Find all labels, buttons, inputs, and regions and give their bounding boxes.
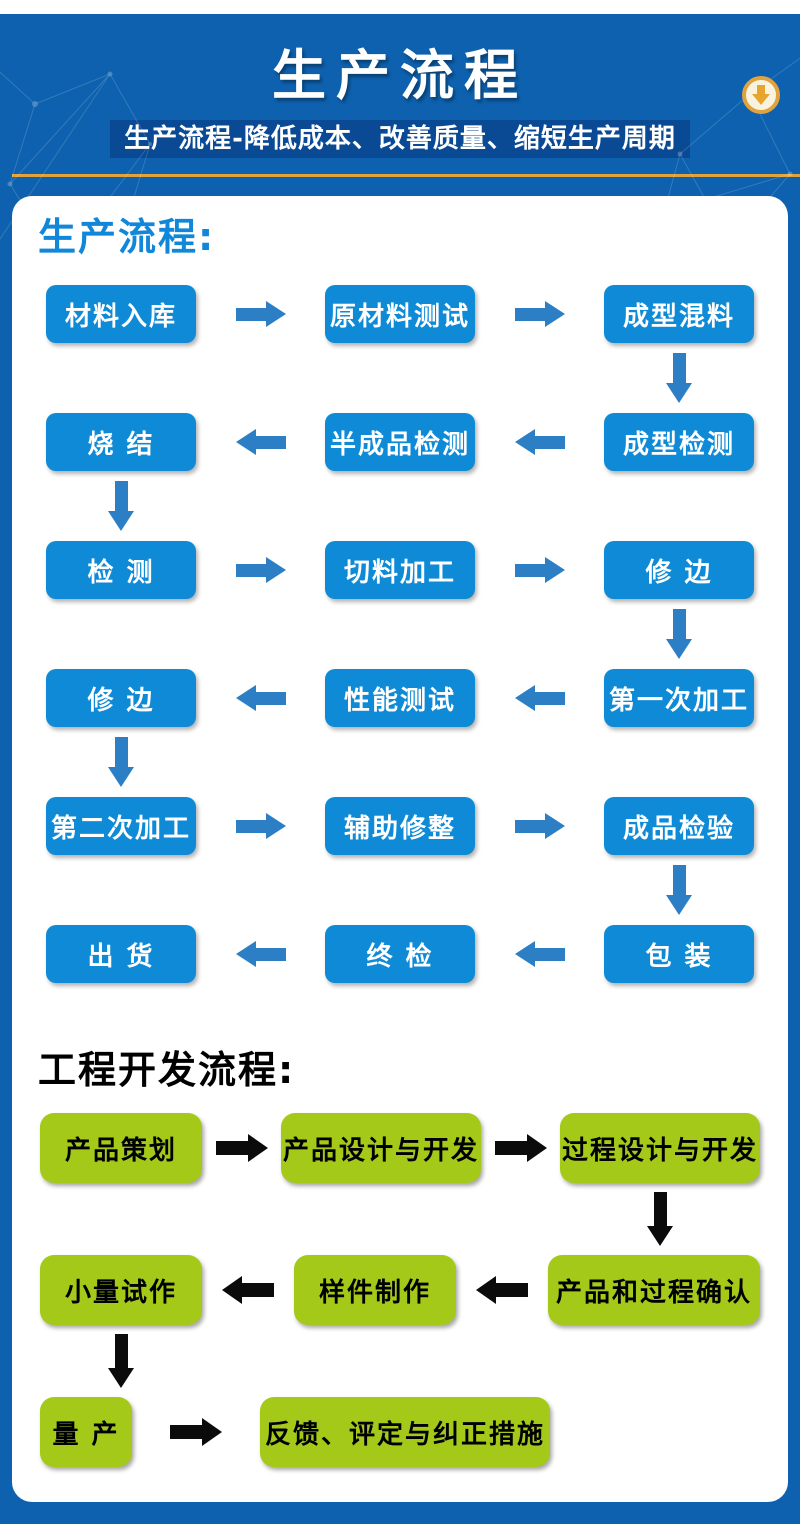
arrow-left-icon [514,941,565,967]
page-subtitle: 生产流程-降低成本、改善质量、缩短生产周期 [110,120,690,158]
production-flow-row-2: 烧 结 半成品检测 成型检测 [12,413,788,471]
flow-box: 切料加工 [325,541,475,599]
arrow-down-icon [666,865,692,915]
flow-box: 小量试作 [40,1255,202,1325]
production-flow-heading: 生产流程: [38,215,216,259]
production-flow-row-3: 检 测 切料加工 修 边 [12,541,788,599]
hero-header: 生产流程 生产流程-降低成本、改善质量、缩短生产周期 [0,14,800,415]
flow-box: 产品和过程确认 [548,1255,760,1325]
connector-row [12,855,788,925]
down-arrow-icon [757,85,765,94]
arrow-left-icon [235,685,286,711]
flow-box: 烧 结 [46,413,196,471]
engineering-flow-row-1: 产品策划 产品设计与开发 过程设计与开发 [12,1113,788,1183]
production-flow-row-5: 第二次加工 辅助修整 成品检验 [12,797,788,855]
flow-box: 终 检 [325,925,475,983]
flow-box: 成型混料 [604,285,754,343]
flow-box: 修 边 [46,669,196,727]
flow-box: 产品策划 [40,1113,202,1183]
arrow-left-icon [222,1276,274,1304]
flow-box: 样件制作 [294,1255,456,1325]
arrow-down-icon [666,353,692,403]
engineering-flow-row-2: 小量试作 样件制作 产品和过程确认 [12,1255,788,1325]
flow-box: 性能测试 [325,669,475,727]
flow-box: 反馈、评定与纠正措施 [260,1397,550,1467]
scroll-down-button[interactable] [742,76,780,114]
connector-row [12,471,788,541]
arrow-right-icon [494,1134,547,1162]
arrow-down-icon [647,1192,673,1246]
flow-box: 检 测 [46,541,196,599]
arrow-down-icon [108,737,134,787]
flow-box: 出 货 [46,925,196,983]
gold-divider [12,174,800,177]
flow-box: 成型检测 [604,413,754,471]
connector-row [12,599,788,669]
flow-box: 成品检验 [604,797,754,855]
flow-box: 辅助修整 [325,797,475,855]
arrow-right-icon [235,813,286,839]
arrow-right-icon [170,1418,222,1446]
connector-row [12,727,788,797]
arrow-down-icon [666,609,692,659]
page-background: 生产流程 生产流程-降低成本、改善质量、缩短生产周期 生产流程: 材料入库 原材… [0,14,800,1524]
flow-box: 材料入库 [46,285,196,343]
flow-box: 过程设计与开发 [560,1113,760,1183]
engineering-flow-row-3: 量 产 反馈、评定与纠正措施 [12,1397,788,1467]
arrow-down-icon [108,1334,134,1388]
flow-box: 修 边 [604,541,754,599]
arrow-right-icon [514,301,565,327]
production-flow-row-6: 出 货 终 检 包 装 [12,925,788,983]
arrow-down-icon [108,481,134,531]
connector-row [12,1183,788,1255]
arrow-right-icon [215,1134,268,1162]
flow-box: 产品设计与开发 [281,1113,481,1183]
content-card: 生产流程: 材料入库 原材料测试 成型混料 烧 结 半成品检测 成型检测 [12,196,788,1502]
arrow-left-icon [514,429,565,455]
arrow-left-icon [235,429,286,455]
production-flow-row-4: 修 边 性能测试 第一次加工 [12,669,788,727]
flow-box: 包 装 [604,925,754,983]
arrow-right-icon [514,813,565,839]
connector-row [12,1325,788,1397]
production-flow-row-1: 材料入库 原材料测试 成型混料 [12,285,788,343]
top-white-strip [0,0,800,14]
arrow-left-icon [476,1276,528,1304]
connector-row [12,343,788,413]
flow-box: 第二次加工 [46,797,196,855]
page-title: 生产流程 [272,44,528,107]
arrow-right-icon [235,301,286,327]
flow-box: 原材料测试 [325,285,475,343]
flow-box: 半成品检测 [325,413,475,471]
arrow-right-icon [514,557,565,583]
engineering-flow-heading: 工程开发流程: [38,1048,296,1092]
arrow-right-icon [235,557,286,583]
arrow-left-icon [514,685,565,711]
flow-box: 第一次加工 [604,669,754,727]
flow-box: 量 产 [40,1397,132,1467]
arrow-left-icon [235,941,286,967]
